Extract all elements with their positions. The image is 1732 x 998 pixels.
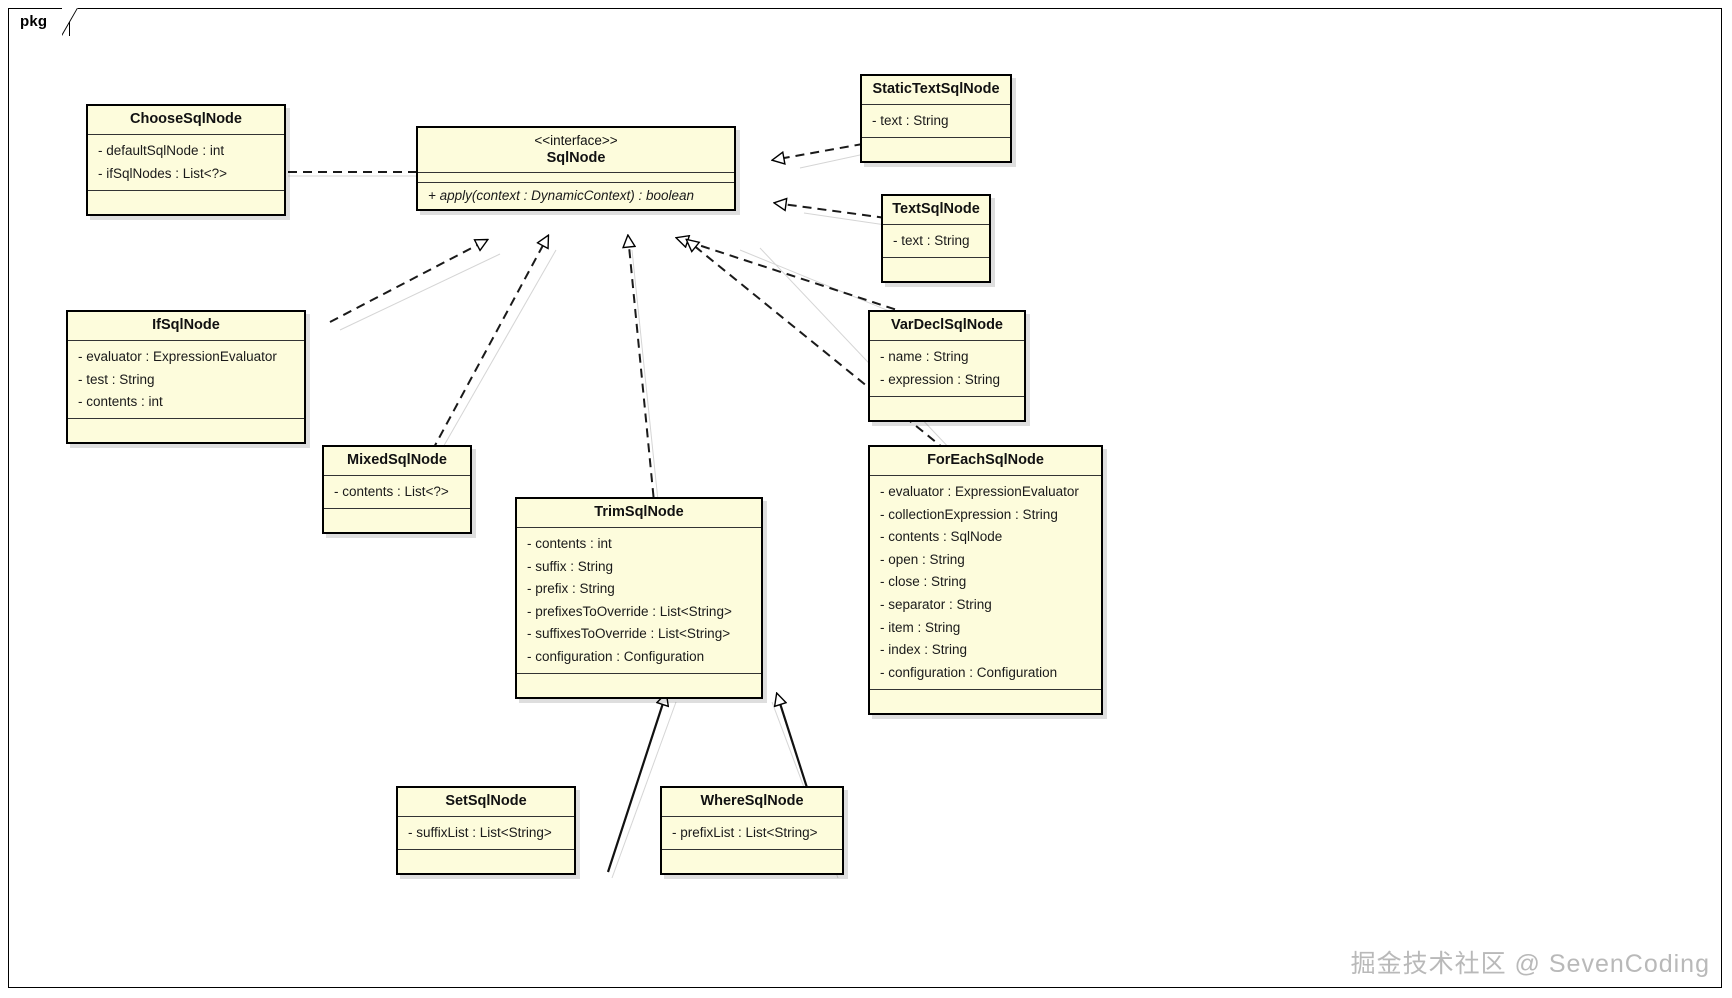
class-title: MixedSqlNode <box>324 447 470 476</box>
class-attributes: - text : String <box>883 225 989 259</box>
class-title: WhereSqlNode <box>662 788 842 817</box>
class-box-trimsqlnode[interactable]: TrimSqlNode - contents : int - suffix : … <box>515 497 763 700</box>
class-title: StaticTextSqlNode <box>862 76 1010 105</box>
attribute: - index : String <box>880 642 968 658</box>
class-attributes: - evaluator : ExpressionEvaluator - coll… <box>870 476 1101 690</box>
attribute: - name : String <box>880 349 969 365</box>
attribute: - contents : SqlNode <box>880 529 1003 545</box>
attribute: - prefix : String <box>527 581 615 597</box>
attribute: - contents : List<?> <box>334 484 449 500</box>
edge-trimsqlnode-sqlnode <box>628 236 656 513</box>
attribute: - prefixList : List<String> <box>672 825 818 841</box>
package-tab-fold-inner <box>62 8 77 34</box>
class-title: <<interface>> SqlNode <box>418 128 734 174</box>
class-operations <box>517 674 761 697</box>
class-title: TrimSqlNode <box>517 499 761 528</box>
class-operations: + apply(context : DynamicContext) : bool… <box>418 183 734 209</box>
attribute: - close : String <box>880 574 967 590</box>
class-operations <box>88 191 284 214</box>
class-box-sqlnode[interactable]: <<interface>> SqlNode + apply(context : … <box>416 126 736 212</box>
class-attributes <box>418 173 734 184</box>
class-name: SqlNode <box>546 149 606 166</box>
class-attributes: - text : String <box>862 105 1010 139</box>
class-operations <box>324 509 470 532</box>
class-box-mixedsqlnode[interactable]: MixedSqlNode - contents : List<?> <box>322 445 472 535</box>
class-box-setsqlnode[interactable]: SetSqlNode - suffixList : List<String> <box>396 786 576 876</box>
class-box-foreachsqlnode[interactable]: ForEachSqlNode - evaluator : ExpressionE… <box>868 445 1103 715</box>
class-stereotype: <<interface>> <box>534 133 618 148</box>
package-tab <box>8 8 70 36</box>
class-title: VarDeclSqlNode <box>870 312 1024 341</box>
attribute: - evaluator : ExpressionEvaluator <box>78 349 277 365</box>
watermark: 掘金技术社区 @ SevenCoding <box>1350 950 1710 978</box>
attribute: - text : String <box>893 233 970 249</box>
attribute: - separator : String <box>880 596 992 612</box>
class-title: SetSqlNode <box>398 788 574 817</box>
class-attributes: - contents : List<?> <box>324 476 470 510</box>
attribute: - suffixesToOverride : List<String> <box>527 626 731 642</box>
class-attributes: - defaultSqlNode : int - ifSqlNodes : Li… <box>88 135 284 191</box>
attribute: - configuration : Configuration <box>880 664 1058 680</box>
package-frame-top-edge <box>78 8 1722 9</box>
class-title: TextSqlNode <box>883 196 989 225</box>
class-box-wheresqlnode[interactable]: WhereSqlNode - prefixList : List<String> <box>660 786 844 876</box>
attribute: - defaultSqlNode : int <box>98 143 225 159</box>
class-operations <box>870 397 1024 420</box>
attribute: - ifSqlNodes : List<?> <box>98 165 228 181</box>
operation: + apply(context : DynamicContext) : bool… <box>428 188 695 204</box>
attribute: - prefixesToOverride : List<String> <box>527 603 732 619</box>
edge-mixedsqlnode-sqlnode <box>424 236 548 465</box>
class-title: ForEachSqlNode <box>870 447 1101 476</box>
package-label: pkg <box>20 13 48 30</box>
attribute: - contents : int <box>78 394 163 410</box>
edge-foreachsqlnode-sqlnode <box>687 240 959 461</box>
attribute: - item : String <box>880 619 961 635</box>
class-box-choosesqlnode[interactable]: ChooseSqlNode - defaultSqlNode : int - i… <box>86 104 286 216</box>
class-box-ifsqlnode[interactable]: IfSqlNode - evaluator : ExpressionEvalua… <box>66 310 306 445</box>
class-box-statictextsqlnode[interactable]: StaticTextSqlNode - text : String <box>860 74 1012 164</box>
attribute: - open : String <box>880 551 965 567</box>
class-operations <box>883 258 989 281</box>
class-operations <box>862 138 1010 161</box>
edge-ifsqlnode-sqlnode <box>329 240 487 323</box>
attribute: - text : String <box>872 113 949 129</box>
class-box-vardeclsqlnode[interactable]: VarDeclSqlNode - name : String - express… <box>868 310 1026 422</box>
attribute: - suffixList : List<String> <box>408 825 552 841</box>
class-title: IfSqlNode <box>68 312 304 341</box>
attribute: - test : String <box>78 371 155 387</box>
attribute: - configuration : Configuration <box>527 648 705 664</box>
attribute: - collectionExpression : String <box>880 506 1058 522</box>
class-operations <box>398 850 574 873</box>
attribute: - suffix : String <box>527 558 614 574</box>
class-operations <box>870 690 1101 713</box>
class-attributes: - evaluator : ExpressionEvaluator - test… <box>68 341 304 420</box>
class-box-textsqlnode[interactable]: TextSqlNode - text : String <box>881 194 991 284</box>
class-operations <box>662 850 842 873</box>
edge-setsqlnode-trimsqlnode <box>606 694 666 873</box>
class-attributes: - contents : int - suffix : String - pre… <box>517 528 761 675</box>
attribute: - evaluator : ExpressionEvaluator <box>880 484 1079 500</box>
class-attributes: - suffixList : List<String> <box>398 817 574 851</box>
class-attributes: - prefixList : List<String> <box>662 817 842 851</box>
class-title: ChooseSqlNode <box>88 106 284 135</box>
class-operations <box>68 419 304 442</box>
attribute: - contents : int <box>527 536 612 552</box>
attribute: - expression : String <box>880 371 1001 387</box>
class-attributes: - name : String - expression : String <box>870 341 1024 397</box>
